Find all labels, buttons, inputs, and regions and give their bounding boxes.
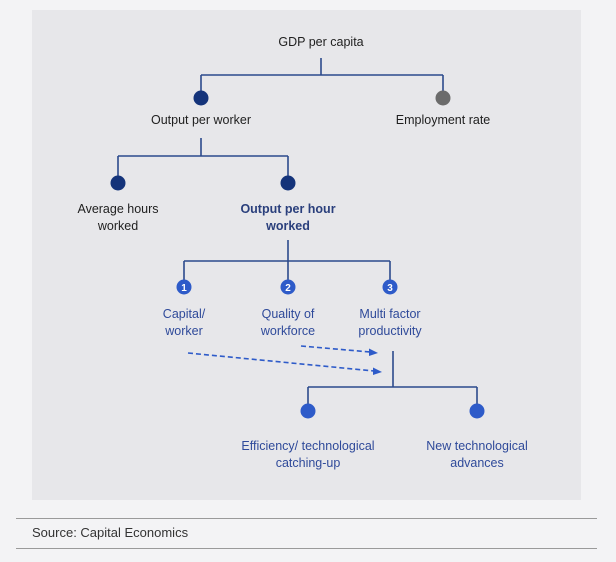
source-bottom-rule	[16, 548, 597, 549]
connector-lines	[117, 58, 478, 411]
node-average-hours-worked: Average hours worked	[77, 202, 159, 233]
node-new-tech-dot	[469, 403, 485, 419]
node-output-per-hour-worked: Output per hour worked	[240, 202, 336, 233]
arrow-head-icon	[373, 367, 382, 375]
badge-3-number: 3	[387, 283, 393, 294]
node-quality-of-workforce: Quality of workforce	[260, 307, 316, 338]
node-average-hours-dot	[110, 175, 126, 191]
source-note: Source: Capital Economics	[32, 525, 189, 540]
node-output-per-worker-dot	[193, 90, 209, 106]
badge-1-number: 1	[181, 283, 187, 294]
node-efficiency-catching-up: Efficiency/ technological catching-up	[241, 439, 375, 470]
node-output-per-worker: Output per worker	[150, 113, 252, 127]
node-efficiency-dot	[300, 403, 316, 419]
badge-2-number: 2	[285, 283, 291, 294]
badge-1-dot	[176, 279, 192, 295]
badge-2-dot	[280, 279, 296, 295]
dashed-arrows	[187, 345, 382, 375]
source-top-rule	[16, 518, 597, 519]
diagram-panel: 1 2 3 GDP per capita Output per worker E…	[32, 10, 581, 500]
node-capital-per-worker: Capital/ worker	[162, 307, 206, 338]
arrow-quality-to-mfp	[300, 345, 371, 353]
tree-diagram: 1 2 3	[110, 58, 485, 419]
nodes: 1 2 3	[110, 90, 485, 419]
node-output-per-hour-dot	[280, 175, 296, 191]
node-gdp-per-capita: GDP per capita	[278, 35, 364, 49]
node-employment-rate: Employment rate	[395, 113, 491, 127]
node-employment-rate-dot	[435, 90, 451, 106]
arrow-head-icon	[369, 348, 378, 356]
badge-3-dot	[382, 279, 398, 295]
arrow-capital-to-mfp	[187, 352, 375, 372]
node-multi-factor-productivity: Multi factor productivity	[358, 307, 422, 338]
node-new-technological-advances: New technological advances	[426, 439, 528, 470]
